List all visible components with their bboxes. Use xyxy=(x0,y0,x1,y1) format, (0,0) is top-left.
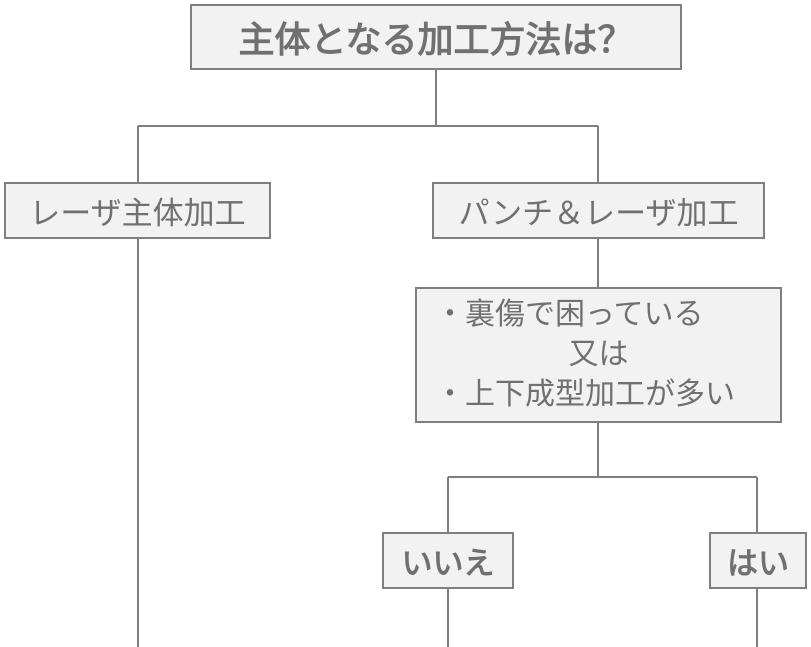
root-question-label: 主体となる加工方法は？ xyxy=(238,20,634,61)
condition-line-3: ・上下成型加工が多い xyxy=(435,377,735,412)
answer-yes-label: はい xyxy=(727,546,789,582)
root-question-box: 主体となる加工方法は？ xyxy=(190,4,682,70)
laser-option-label: レーザ主体加工 xyxy=(29,196,246,232)
punch-laser-option-label: パンチ＆レーザ加工 xyxy=(458,196,739,232)
answer-yes-box: はい xyxy=(709,532,807,589)
laser-option-box: レーザ主体加工 xyxy=(4,182,271,239)
punch-laser-option-box: パンチ＆レーザ加工 xyxy=(432,182,765,239)
condition-box: ・裏傷で困っている 又は ・上下成型加工が多い xyxy=(415,287,782,423)
condition-line-2: 又は xyxy=(568,337,629,372)
condition-line-1: ・裏傷で困っている xyxy=(435,297,704,332)
answer-no-box: いいえ xyxy=(382,532,514,589)
answer-no-label: いいえ xyxy=(401,546,495,582)
